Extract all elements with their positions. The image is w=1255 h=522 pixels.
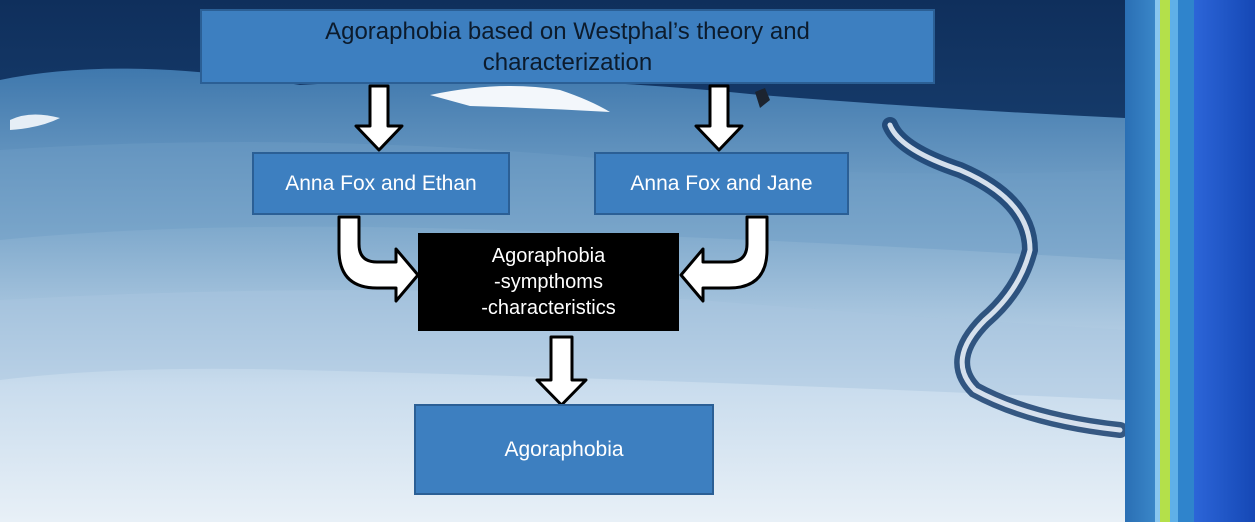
anna-fox-jane-box: Anna Fox and Jane [594,152,849,215]
westphal-theory-box: Agoraphobia based on Westphal’s theory a… [200,9,935,84]
agoraphobia-result-label: Agoraphobia [504,437,624,461]
agoraphobia-symptoms-box: Agoraphobia -sympthoms -characteristics [418,233,679,331]
center-line-3: -characteristics [481,297,616,319]
arrow-down-bottom-icon [535,335,588,407]
center-line-1: Agoraphobia [491,245,606,267]
anna-fox-jane-label: Anna Fox and Jane [630,171,813,195]
curved-arrow-right-to-center-icon [679,215,769,303]
arrow-down-right-icon [694,84,744,152]
westphal-theory-line-2: characterization [482,48,653,76]
center-line-2: -sympthoms [494,271,603,293]
westphal-theory-line-1: Agoraphobia based on Westphal’s theory a… [325,17,810,45]
arrow-down-left-icon [354,84,404,152]
agoraphobia-result-box: Agoraphobia [414,404,714,495]
anna-fox-ethan-label: Anna Fox and Ethan [285,171,477,195]
curved-arrow-left-to-center-icon [337,215,420,303]
anna-fox-ethan-box: Anna Fox and Ethan [252,152,510,215]
